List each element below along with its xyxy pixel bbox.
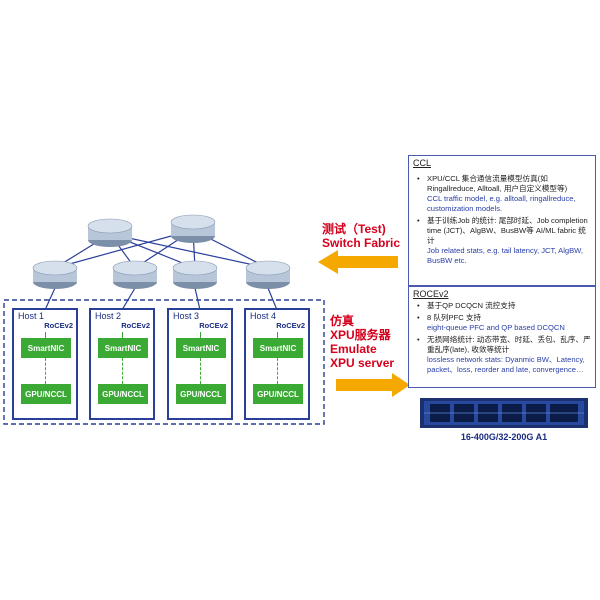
item-zh: XPU/CCL 集合通信流量模型仿真(如 Ringallreduce, Allt… xyxy=(427,174,568,193)
gpu-nccl-block: GPU/NCCL xyxy=(176,384,226,404)
panel-title: CCL xyxy=(413,158,432,168)
router-icon xyxy=(87,218,133,247)
switch-fabric-line2: Switch Fabric xyxy=(322,236,401,250)
list-item: XPU/CCL 集合通信流量模型仿真(如 Ringallreduce, Allt… xyxy=(417,174,591,214)
rocev2-label: RoCEv2 xyxy=(121,321,150,330)
host-1: Host 1 RoCEv2 SmartNIC GPU/NCCL xyxy=(12,308,78,420)
smartnic-block: SmartNIC xyxy=(176,338,226,358)
switch-fabric-line1: 测试（Test) xyxy=(322,222,386,236)
test-appliance-icon xyxy=(420,398,588,428)
item-zh: 8 队列PFC 支持 xyxy=(427,313,482,322)
host-label: Host 2 xyxy=(95,311,122,321)
gpu-nccl-block: GPU/NCCL xyxy=(98,384,148,404)
link-dash xyxy=(45,332,46,338)
item-en: CCL traffic model, e.g. alltoall, ringal… xyxy=(427,194,576,213)
panel-title: ROCEv2 xyxy=(413,289,449,299)
item-en: eight-queue PFC and QP based DCQCN xyxy=(427,323,565,332)
router-icon xyxy=(170,214,216,243)
rocev2-label: RoCEv2 xyxy=(276,321,305,330)
arrow-left-icon xyxy=(318,250,398,274)
router-icon xyxy=(172,260,218,289)
device-caption: 16-400G/32-200G A1 xyxy=(460,432,548,442)
item-zh: 基于训练Job 的统计: 尾部时延、Job completion time (J… xyxy=(427,216,588,245)
link-dash xyxy=(200,332,201,338)
link-dash xyxy=(45,358,46,384)
link-dash xyxy=(122,332,123,338)
list-item: 基于QP DCQCN 流控支持 xyxy=(417,301,591,311)
router-icon xyxy=(32,260,78,289)
rocev2-label: RoCEv2 xyxy=(199,321,228,330)
link-dash xyxy=(122,358,123,384)
ccl-panel: CCL XPU/CCL 集合通信流量模型仿真(如 Ringallreduce, … xyxy=(408,155,596,286)
gpu-nccl-block: GPU/NCCL xyxy=(21,384,71,404)
fabric-links xyxy=(44,229,278,311)
item-en: lossless network stats: Dyanmic BW、Laten… xyxy=(427,355,585,374)
item-zh: 基于QP DCQCN 流控支持 xyxy=(427,301,516,310)
item-en: Job related stats, e.g. tail latency, JC… xyxy=(427,246,584,265)
emulation-boundary xyxy=(3,299,325,425)
rocev2-panel: ROCEv2 基于QP DCQCN 流控支持 8 队列PFC 支持 eight-… xyxy=(408,286,596,388)
switch-fabric-label: 测试（Test) Switch Fabric xyxy=(322,222,400,250)
host-2: Host 2 RoCEv2 SmartNIC GPU/NCCL xyxy=(89,308,155,420)
arrow-right-icon xyxy=(336,373,410,397)
smartnic-block: SmartNIC xyxy=(98,338,148,358)
emulate-line4: XPU server xyxy=(330,356,395,370)
emulate-line2: XPU服务器 xyxy=(330,328,391,342)
ccl-list: XPU/CCL 集合通信流量模型仿真(如 Ringallreduce, Allt… xyxy=(417,174,591,268)
item-zh: 无损网络统计: 动态带宽、时延、丢包、乱序、严重乱序(late), 收敛等统计 xyxy=(427,335,591,354)
host-3: Host 3 RoCEv2 SmartNIC GPU/NCCL xyxy=(167,308,233,420)
emulate-line1: 仿真 xyxy=(330,314,355,328)
host-label: Host 1 xyxy=(18,311,45,321)
emulate-line3: Emulate xyxy=(330,342,377,356)
list-item: 基于训练Job 的统计: 尾部时延、Job completion time (J… xyxy=(417,216,591,266)
rocev2-label: RoCEv2 xyxy=(44,321,73,330)
smartnic-block: SmartNIC xyxy=(21,338,71,358)
link-dash xyxy=(277,332,278,338)
rocev2-list: 基于QP DCQCN 流控支持 8 队列PFC 支持 eight-queue P… xyxy=(417,301,591,377)
router-icon xyxy=(245,260,291,289)
host-4: Host 4 RoCEv2 SmartNIC GPU/NCCL xyxy=(244,308,310,420)
list-item: 8 队列PFC 支持 eight-queue PFC and QP based … xyxy=(417,313,591,333)
host-label: Host 3 xyxy=(173,311,200,321)
gpu-nccl-block: GPU/NCCL xyxy=(253,384,303,404)
router-icon xyxy=(112,260,158,289)
host-label: Host 4 xyxy=(250,311,277,321)
link-dash xyxy=(200,358,201,384)
link-dash xyxy=(277,358,278,384)
emulate-label: 仿真 XPU服务器 Emulate XPU server xyxy=(330,314,394,370)
list-item: 无损网络统计: 动态带宽、时延、丢包、乱序、严重乱序(late), 收敛等统计 … xyxy=(417,335,591,375)
smartnic-block: SmartNIC xyxy=(253,338,303,358)
